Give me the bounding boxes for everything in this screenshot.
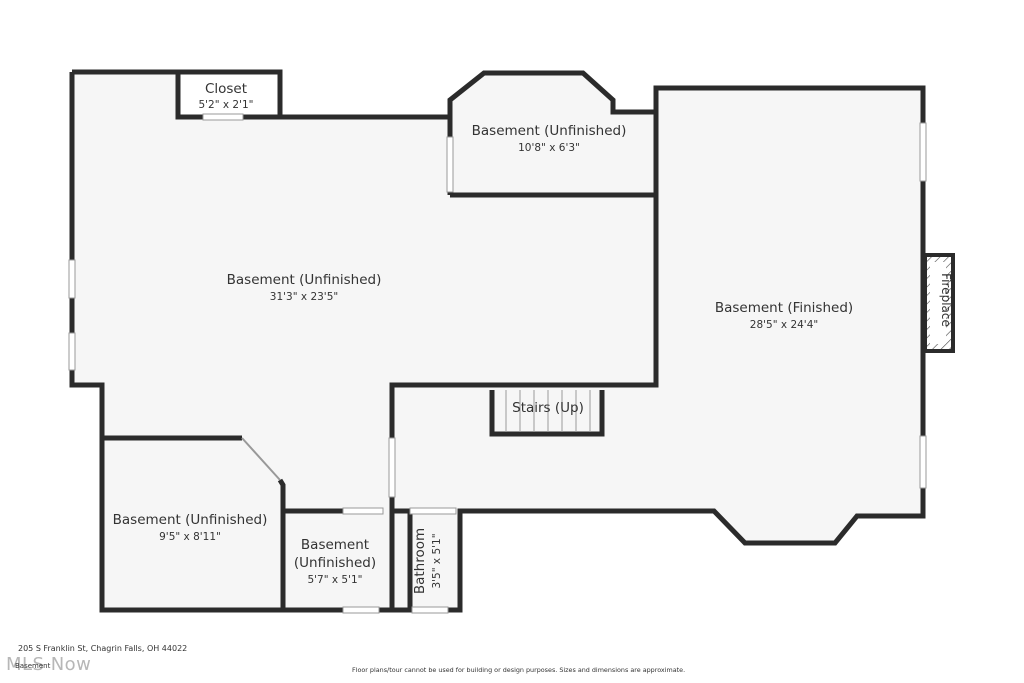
openings	[68, 113, 927, 614]
address-text: 205 S Franklin St, Chagrin Falls, OH 440…	[18, 644, 188, 653]
basement-finished-name: Basement (Finished)	[715, 300, 853, 316]
basement-top-dims: 10'8" x 6'3"	[518, 142, 580, 154]
disclaimer-text: Floor plans/tour cannot be used for buil…	[352, 666, 686, 674]
basement-main-dims: 31'3" x 23'5"	[270, 291, 338, 303]
closet-dims: 5'2" x 2'1"	[198, 99, 253, 111]
bathroom-dims: 3'5" x 5'1"	[431, 533, 443, 588]
basement-small-dims: 5'7" x 5'1"	[307, 574, 362, 586]
fireplace-label-bg	[930, 262, 946, 344]
basement-left-dims: 9'5" x 8'11"	[159, 531, 221, 543]
basement-left-name: Basement (Unfinished)	[113, 512, 268, 528]
fireplace-label: Fireplace	[939, 273, 953, 327]
bathroom-name: Bathroom	[412, 528, 428, 594]
walls	[69, 69, 926, 613]
basement-small-name-line2: (Unfinished)	[294, 555, 376, 571]
basement-finished-dims: 28'5" x 24'4"	[750, 319, 818, 331]
mls-watermark: MLS Now	[6, 654, 92, 675]
stairs-treads	[505, 390, 591, 432]
stairs-label: Stairs (Up)	[512, 400, 584, 416]
basement-main-name: Basement (Unfinished)	[227, 272, 382, 288]
floor-area	[72, 72, 923, 610]
closet-name: Closet	[205, 81, 247, 97]
basement-top-name: Basement (Unfinished)	[472, 123, 627, 139]
basement-small-name-line1: Basement	[301, 537, 369, 553]
door-edge	[241, 437, 281, 481]
floor-label: Basement	[15, 662, 51, 670]
